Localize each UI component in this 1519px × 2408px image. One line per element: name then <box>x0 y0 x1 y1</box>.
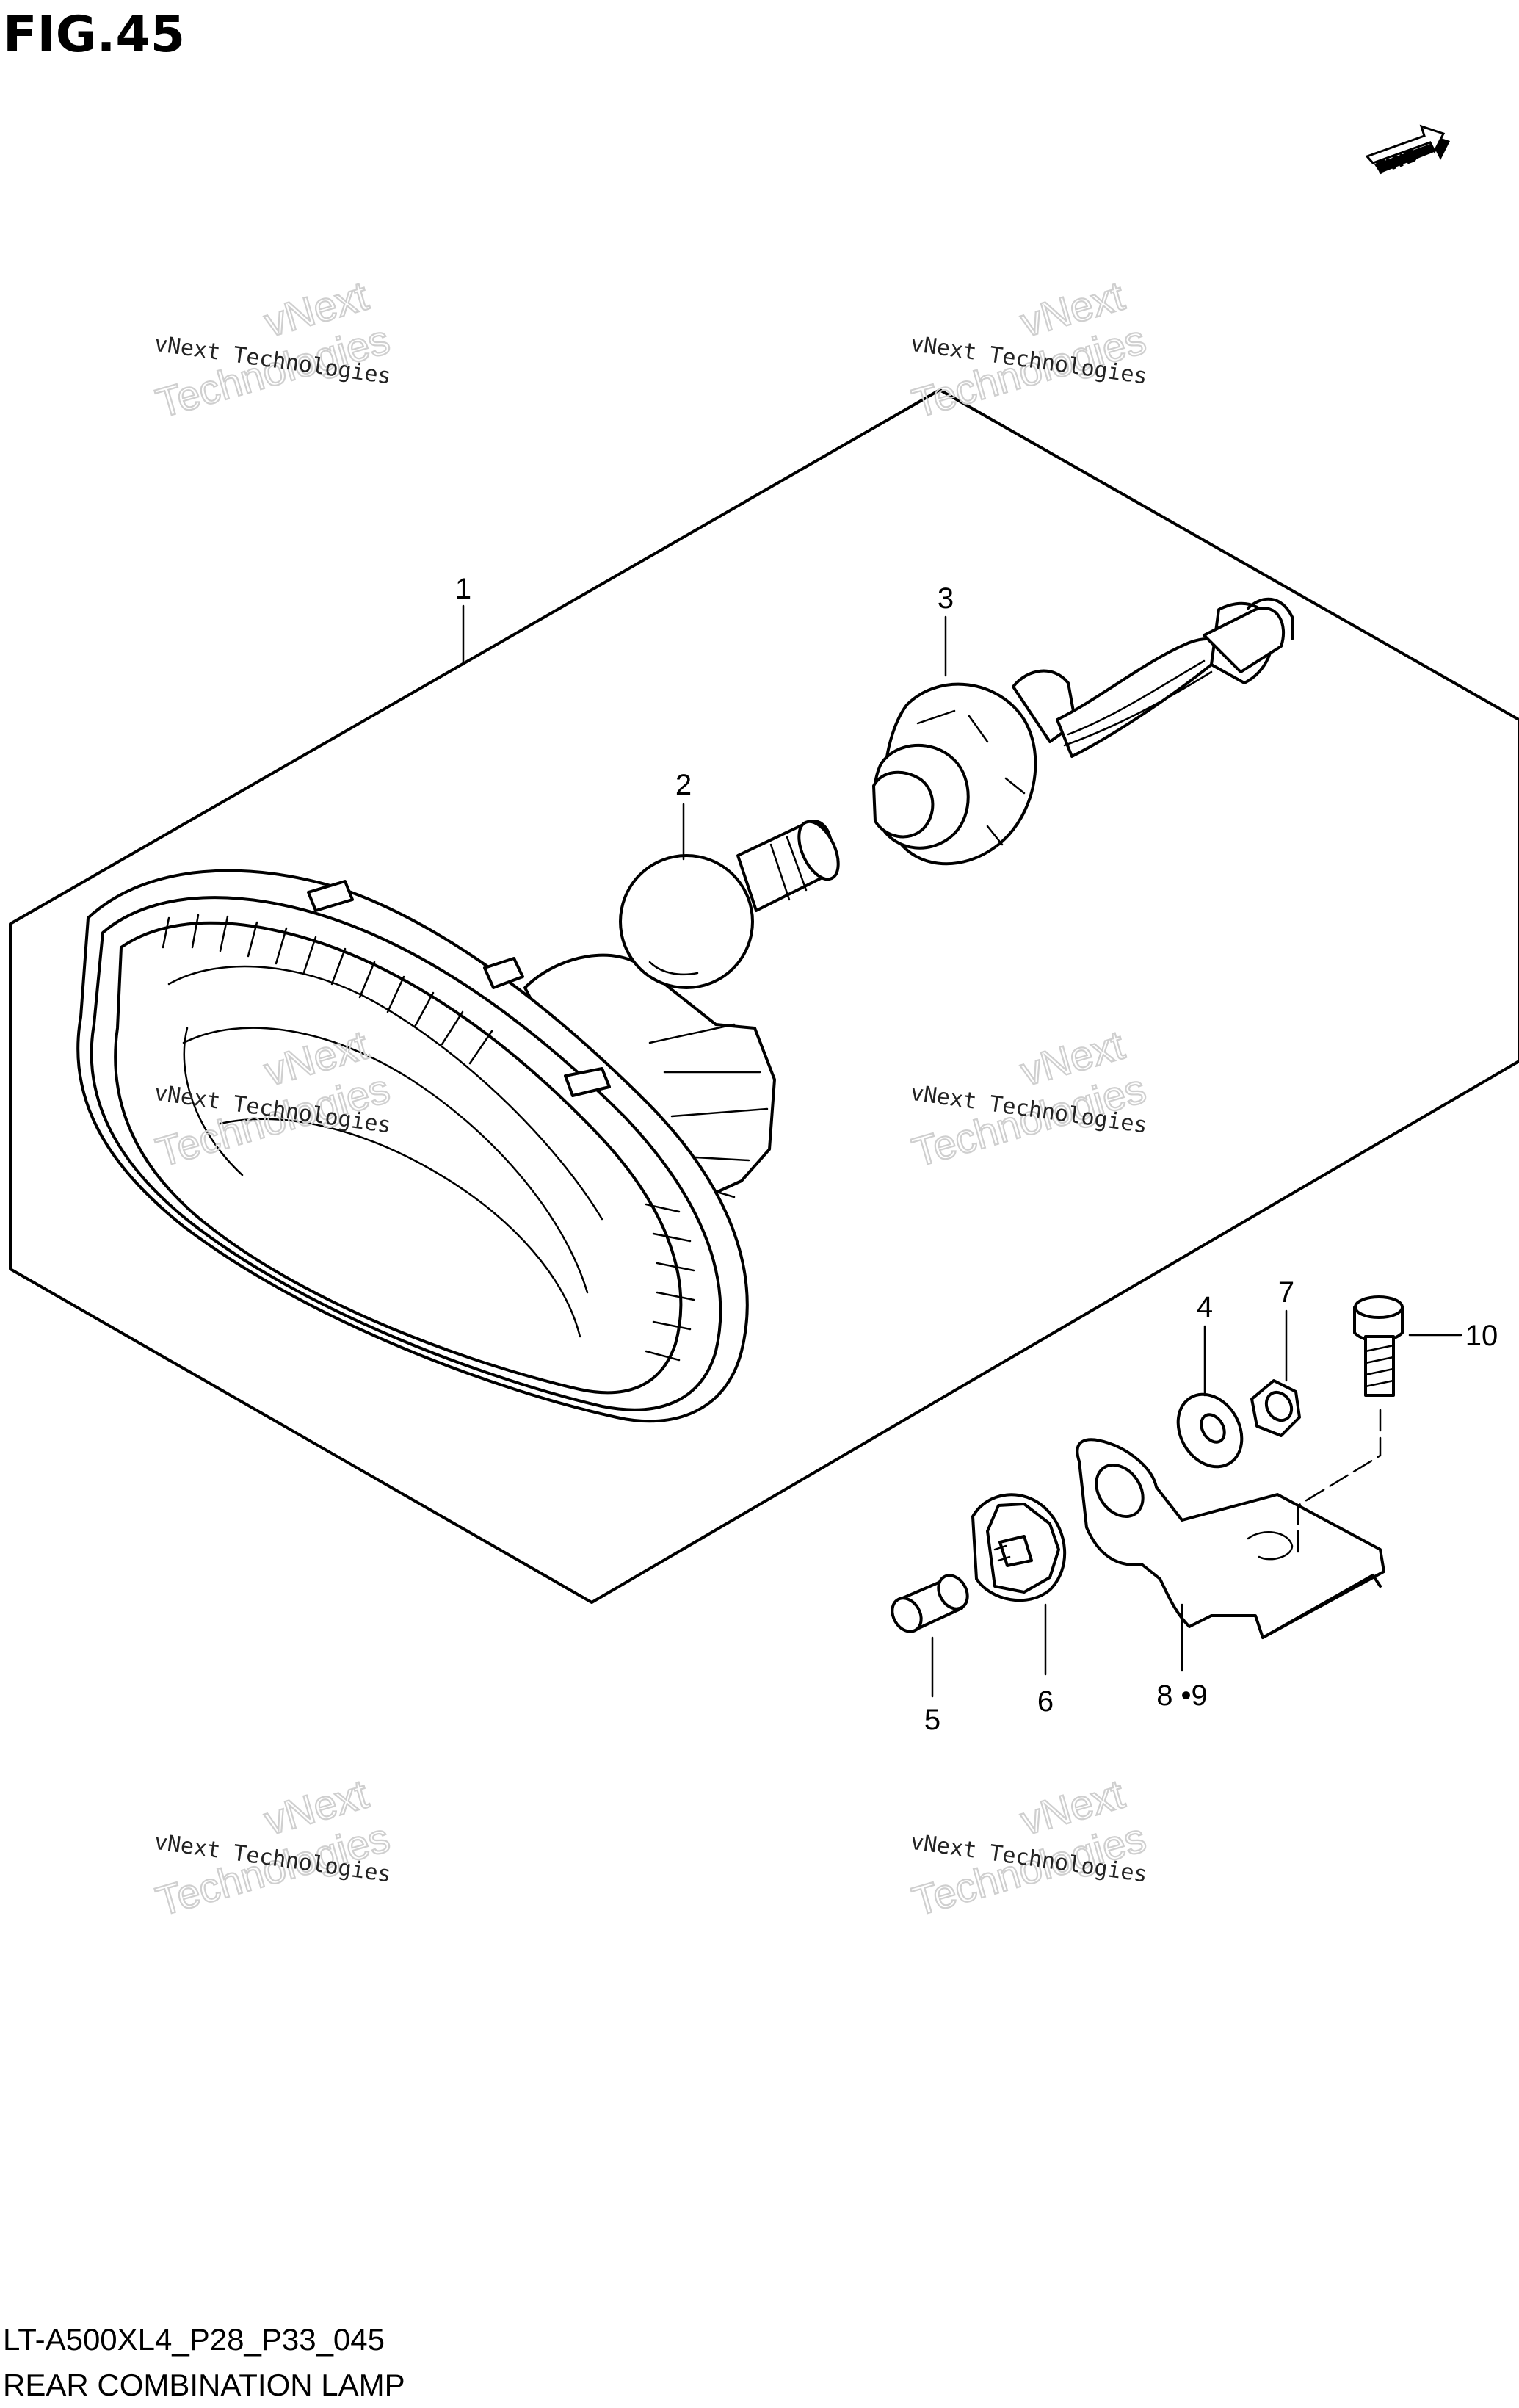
figure-title: FIG.45 <box>3 6 185 64</box>
lamp-housing <box>76 869 776 1423</box>
socket <box>872 597 1294 866</box>
callout-6: 6 <box>1037 1685 1054 1718</box>
bolt <box>1353 1295 1404 1397</box>
bracket <box>1076 1438 1385 1639</box>
watermark-4: Technologies vNext vNext Technologies <box>907 1021 1152 1176</box>
nut <box>1250 1379 1301 1437</box>
collar <box>891 1574 969 1633</box>
bulb <box>619 820 840 989</box>
fwd-arrow-icon: FWD <box>1365 124 1450 179</box>
assembly-outline <box>9 388 1519 1604</box>
callout-2: 2 <box>675 769 692 801</box>
callout-10: 10 <box>1465 1320 1498 1352</box>
callout-5: 5 <box>924 1704 940 1736</box>
washer <box>1176 1392 1244 1469</box>
callout-8-9: 8 •9 <box>1156 1680 1208 1712</box>
fwd-label: FWD <box>1373 143 1421 178</box>
watermark-1: Technologies vNext vNext Technologies <box>151 272 396 427</box>
callout-1: 1 <box>455 573 471 605</box>
footer-name: REAR COMBINATION LAMP <box>3 2368 405 2402</box>
callout-7: 7 <box>1278 1276 1294 1309</box>
watermark-2: Technologies vNext vNext Technologies <box>907 272 1152 427</box>
watermark-6: Technologies vNext vNext Technologies <box>907 1770 1152 1926</box>
callouts: 1 2 3 4 5 6 7 8 •9 10 <box>455 573 1498 1736</box>
grommet <box>971 1493 1066 1602</box>
leader-lines <box>462 604 1462 1698</box>
watermark-5: Technologies vNext vNext Technologies <box>151 1770 396 1926</box>
callout-4: 4 <box>1197 1291 1213 1323</box>
footer-code: LT-A500XL4_P28_P33_045 <box>3 2322 385 2357</box>
callout-3: 3 <box>938 582 954 615</box>
